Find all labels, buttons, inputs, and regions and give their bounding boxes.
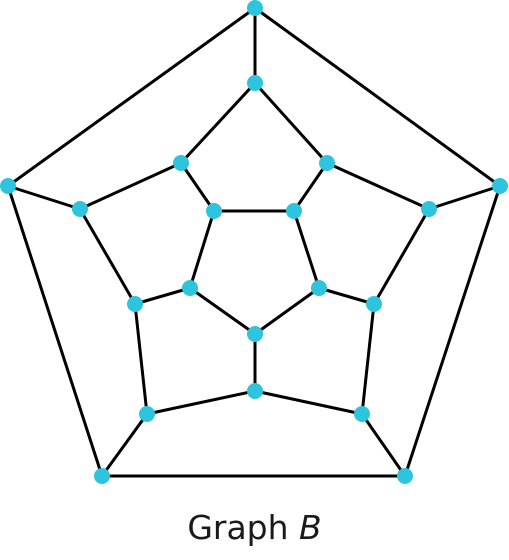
vertex-a3 [94, 468, 110, 484]
vertex-b0 [247, 75, 263, 91]
edge-c2-b3 [145, 389, 257, 416]
edge-c1-b2 [360, 302, 376, 416]
edge-a2-b2 [360, 412, 407, 478]
vertex-a1 [492, 178, 508, 194]
edge-c0-b1 [325, 161, 431, 211]
vertex-a2 [397, 468, 413, 484]
edge-b3-c3 [133, 302, 149, 416]
edges-layer [6, 6, 502, 478]
edge-d3-d4 [188, 209, 216, 290]
vertex-b3 [139, 406, 155, 422]
edge-d2-d3 [188, 286, 257, 336]
vertex-c1 [366, 296, 382, 312]
vertex-d0 [286, 203, 302, 219]
edge-c1-d1 [317, 286, 376, 306]
edge-a4-a0 [6, 6, 257, 188]
edge-a1-a2 [403, 184, 502, 478]
vertex-b2 [354, 406, 370, 422]
edge-b2-c2 [253, 389, 364, 416]
vertex-c4 [173, 155, 189, 171]
dodecahedral-graph [0, 0, 508, 484]
edge-c3-b4 [78, 207, 137, 306]
vertex-d3 [182, 280, 198, 296]
graph-caption: Graph B [0, 506, 509, 550]
edge-d1-d2 [253, 286, 321, 336]
vertex-b1 [421, 201, 437, 217]
edge-c4-b0 [179, 81, 257, 165]
edge-c0-d0 [292, 161, 329, 213]
vertex-c2 [247, 383, 263, 399]
vertex-d1 [311, 280, 327, 296]
vertex-b4 [72, 201, 88, 217]
vertex-d2 [247, 326, 263, 342]
vertex-c0 [319, 155, 335, 171]
edge-b0-c0 [253, 81, 329, 165]
edge-a3-b3 [100, 412, 149, 478]
vertex-a4 [0, 178, 16, 194]
edge-d0-d1 [292, 209, 321, 290]
edge-a3-a4 [6, 184, 104, 478]
vertex-a0 [247, 0, 263, 16]
caption-text: Graph [187, 508, 289, 547]
edge-a1-b1 [427, 184, 502, 211]
edge-b4-c4 [78, 161, 183, 211]
edge-c4-d4 [179, 161, 216, 213]
edge-a4-b4 [6, 184, 82, 211]
nodes-layer [0, 0, 508, 484]
vertex-c3 [127, 296, 143, 312]
edge-a0-a1 [253, 6, 502, 188]
edge-c3-d3 [133, 286, 192, 306]
edge-b1-c1 [372, 207, 431, 306]
caption-variable: B [299, 508, 322, 547]
vertex-d4 [206, 203, 222, 219]
